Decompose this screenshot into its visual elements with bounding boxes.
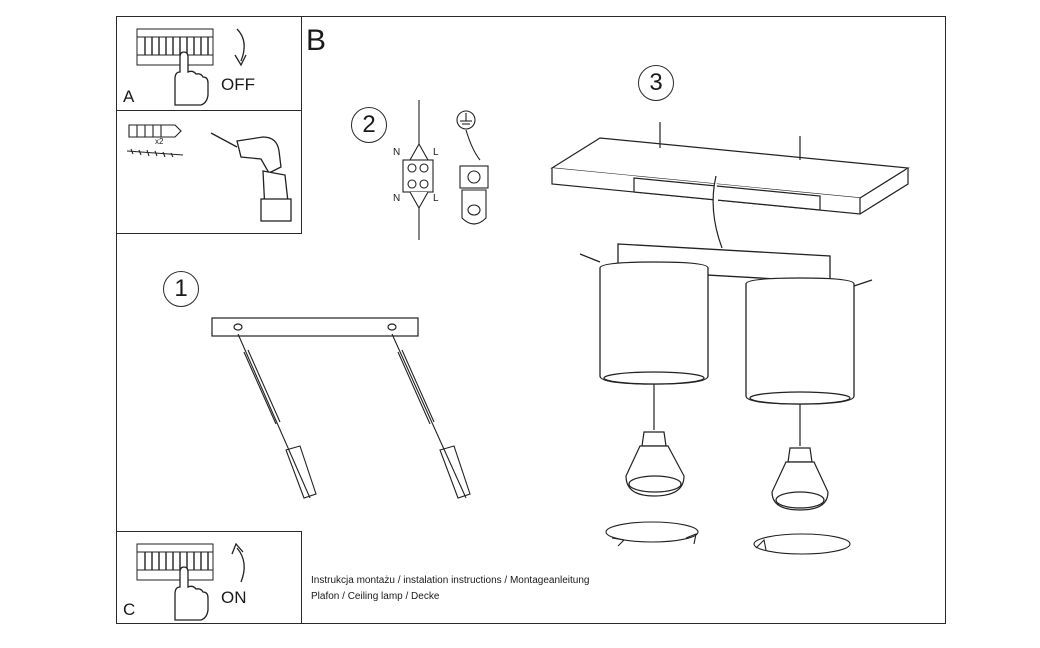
step-2-badge: 2 xyxy=(351,107,387,143)
switch-on-label: ON xyxy=(221,588,247,607)
screw-icon xyxy=(126,148,184,158)
wall-plug-icon xyxy=(128,124,182,138)
fuse-box-on-illustration xyxy=(136,542,245,621)
wire-l-bottom: L xyxy=(433,193,439,204)
switch-off-label: OFF xyxy=(221,75,255,94)
drill-icon xyxy=(210,132,292,222)
caption-instructions: Instrukcja montażu / instalation instruc… xyxy=(311,575,590,586)
curved-arrow-icon xyxy=(236,547,245,583)
wire-n-bottom: N xyxy=(393,193,401,204)
fuse-box-off-illustration xyxy=(136,28,247,106)
step-1-number: 1 xyxy=(174,275,188,302)
wire-l-top: L xyxy=(433,147,439,158)
panel-a-letter: A xyxy=(123,87,135,106)
step-3-number: 3 xyxy=(649,69,663,96)
tools-illustration xyxy=(126,124,292,222)
step-1-badge: 1 xyxy=(163,271,199,307)
panel-c-letter: C xyxy=(123,600,136,619)
panel-a-switch-off: A OFF xyxy=(116,16,302,111)
panel-c-switch-on: C ON xyxy=(116,531,302,624)
quantity-label: x2 xyxy=(155,137,164,146)
fuse-box-icon xyxy=(136,28,214,66)
curved-arrow-icon xyxy=(236,28,245,62)
panel-b-letter: B xyxy=(306,24,327,57)
panel-tools: x2 xyxy=(116,110,302,234)
wire-n-top: N xyxy=(393,147,401,158)
fuse-box-icon xyxy=(136,543,214,581)
caption-product: Plafon / Ceiling lamp / Decke xyxy=(311,591,440,602)
step-3-badge: 3 xyxy=(638,65,674,101)
hand-icon xyxy=(174,566,209,621)
instruction-sheet-frame xyxy=(116,16,946,624)
step-2-number: 2 xyxy=(362,111,376,138)
hand-icon xyxy=(174,51,209,106)
